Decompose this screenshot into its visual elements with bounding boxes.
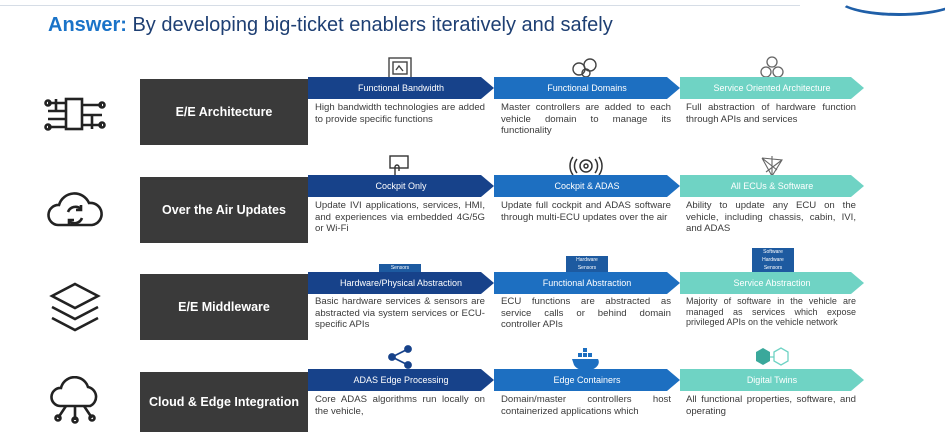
stage-arrow-hw-abstraction: Hardware/Physical Abstraction [308, 272, 494, 294]
brand-logo-arc [836, 0, 945, 16]
stage-arrow-functional-domains: Functional Domains [494, 77, 680, 99]
network-star-icon [752, 153, 792, 179]
stage-desc: Core ADAS algorithms run locally on the … [315, 394, 485, 417]
stage-arrow-adas-edge: ADAS Edge Processing [308, 369, 494, 391]
stage-arrow-soa: Service Oriented Architecture [680, 77, 864, 99]
steering-signal-icon [566, 153, 606, 179]
stage-arrow-service-abstraction: Service Abstraction [680, 272, 864, 294]
stage-arrow-functional-abstraction: Functional Abstraction [494, 272, 680, 294]
headline-text: By developing big-ticket enablers iterat… [132, 14, 613, 36]
row-label: Over the Air Updates [140, 177, 308, 243]
stage-arrow-functional-bandwidth: Functional Bandwidth [308, 77, 494, 99]
stack-tag: Software [752, 248, 794, 256]
container-whale-icon [566, 344, 606, 370]
cloud-network-icon [44, 375, 106, 432]
stage-desc: ECU functions are abstracted as service … [501, 296, 671, 331]
stage-desc: Majority of software in the vehicle are … [686, 296, 856, 328]
headline-prefix: Answer: [48, 14, 127, 36]
row-label: E/E Middleware [140, 274, 308, 340]
stage-arrow-cockpit-only: Cockpit Only [308, 175, 494, 197]
stack-tag: Hardware [566, 256, 608, 264]
circuit-icon [44, 87, 106, 143]
row-label: Cloud & Edge Integration [140, 372, 308, 432]
cloud-sync-icon [44, 181, 106, 237]
stage-desc: High bandwidth technologies are added to… [315, 102, 485, 125]
stage-arrow-digital-twins: Digital Twins [680, 369, 864, 391]
touch-screen-icon [378, 153, 418, 179]
stage-desc: Domain/master controllers host container… [501, 394, 671, 417]
twin-cubes-icon [752, 344, 792, 370]
stack-tag: Sensors [566, 264, 608, 272]
stage-desc: Update IVI applications, services, HMI, … [315, 200, 485, 235]
layers-icon [44, 280, 106, 336]
page-headline: Answer: By developing big-ticket enabler… [48, 14, 613, 37]
stack-tag: Sensors [379, 264, 421, 272]
stage-arrow-edge-containers: Edge Containers [494, 369, 680, 391]
stage-desc: All functional properties, software, and… [686, 394, 856, 417]
stage-arrow-all-ecus: All ECUs & Software [680, 175, 864, 197]
stage-arrow-cockpit-adas: Cockpit & ADAS [494, 175, 680, 197]
stage-desc: Ability to update any ECU on the vehicle… [686, 200, 856, 235]
stage-desc: Basic hardware services & sensors are ab… [315, 296, 485, 331]
stage-desc: Full abstraction of hardware function th… [686, 102, 856, 125]
top-divider [0, 5, 800, 6]
row-label: E/E Architecture [140, 79, 308, 145]
share-icon [380, 344, 420, 370]
stack-tag: Hardware [752, 256, 794, 264]
stage-desc: Master controllers are added to each veh… [501, 102, 671, 137]
stack-tag: Sensors [752, 264, 794, 272]
stage-desc: Update full cockpit and ADAS software th… [501, 200, 671, 223]
